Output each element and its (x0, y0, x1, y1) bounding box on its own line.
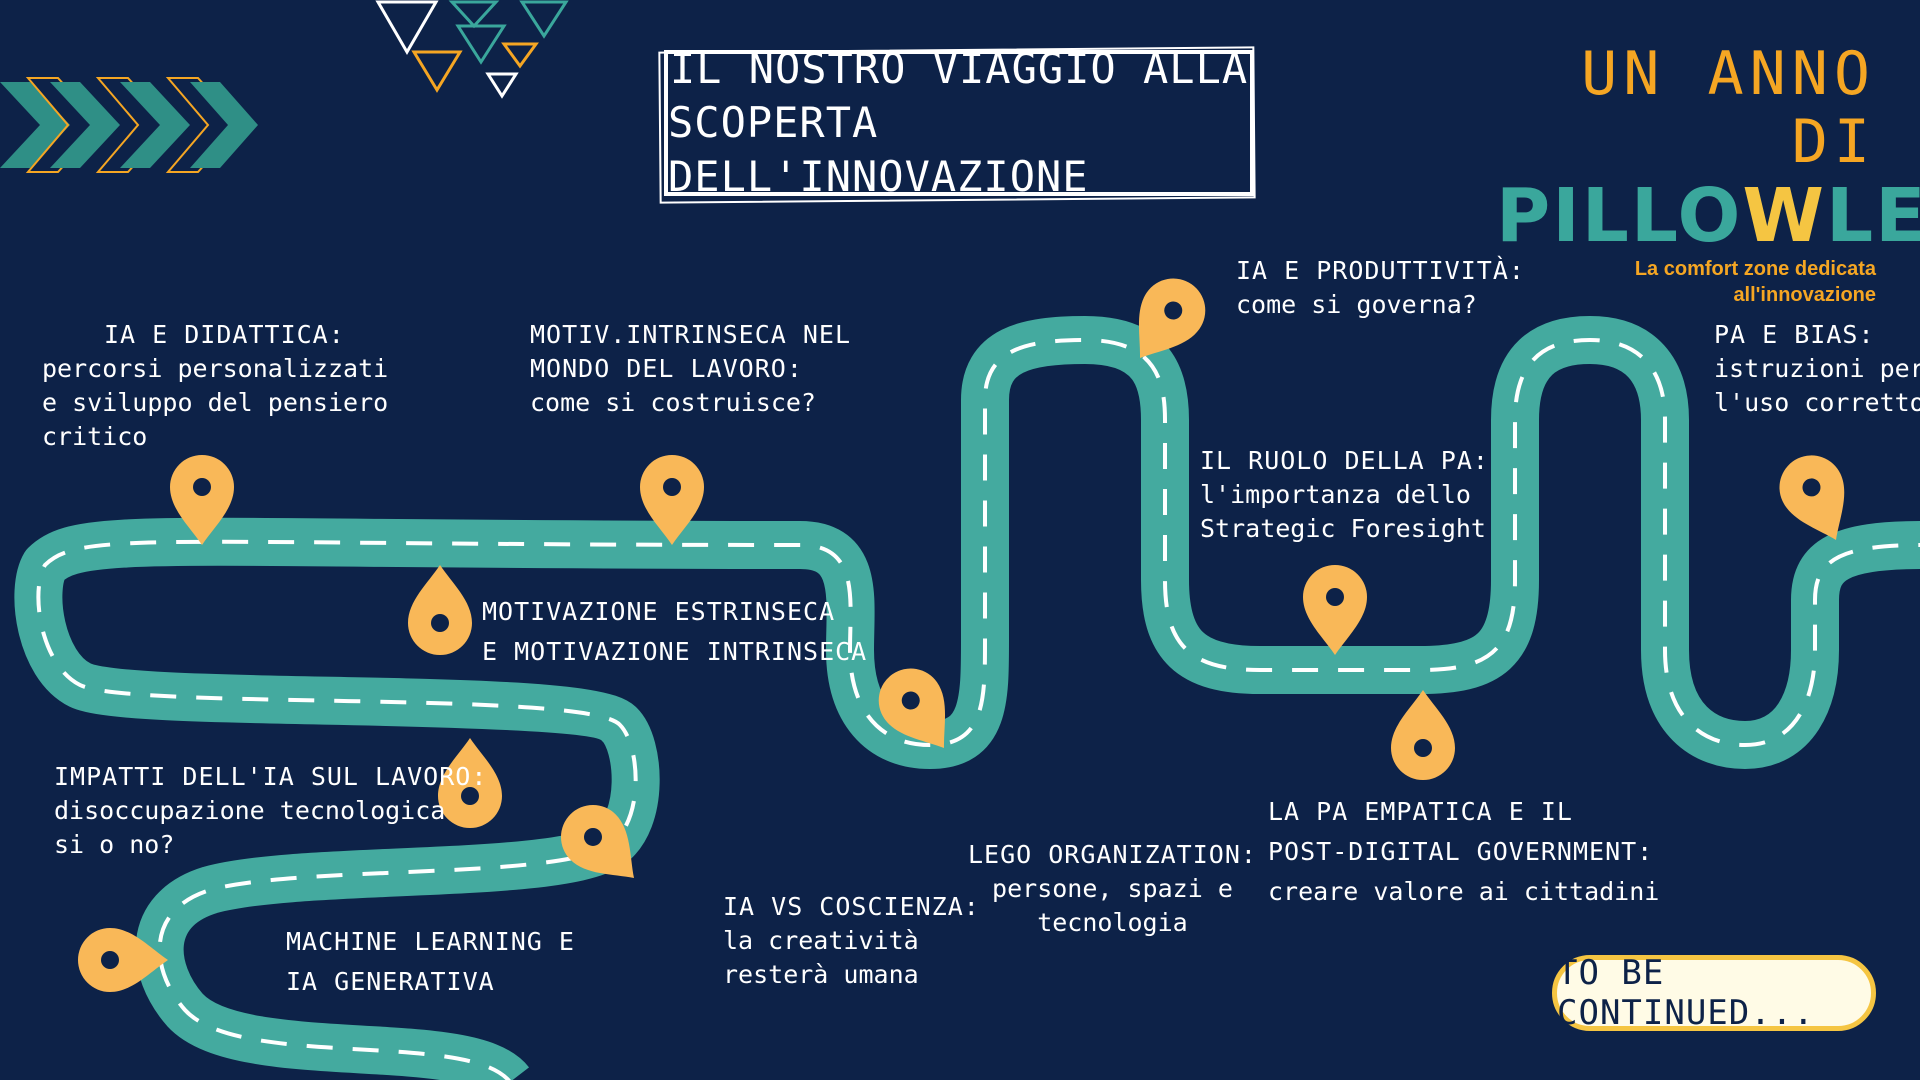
milestone-heading: IA E PRODUTTIVITÀ: (1236, 256, 1525, 285)
milestone-ia-didattica: IA E DIDATTICA: percorsi personalizzati … (42, 318, 388, 454)
triangles-decoration (375, 0, 569, 99)
milestone-impatti: IMPATTI DELL'IA SUL LAVORO: disoccupazio… (54, 760, 487, 862)
pin-marker (1303, 565, 1367, 655)
brand-wordmark-part2: LE (1825, 173, 1920, 259)
milestone-text: creare valore ai cittadini (1268, 877, 1660, 906)
pin-marker (561, 805, 634, 878)
milestone-pa-bias: PA E BIAS: istruzioni per l'uso corretto (1714, 318, 1920, 420)
milestone-text: come si governa? (1236, 290, 1477, 319)
milestone-heading: MACHINE LEARNING E (286, 927, 575, 956)
brand-headline: UN ANNO DI (1581, 39, 1876, 177)
brand-logo: UN ANNO DI PILLOWLE La comfort zone dedi… (1496, 39, 1920, 308)
brand-tagline: La comfort zone dedicata all'innovazione (1634, 258, 1876, 306)
milestone-heading: E MOTIVAZIONE INTRINSECA (482, 637, 868, 666)
pin-marker (878, 668, 946, 748)
milestone-text: la creatività (723, 926, 919, 955)
milestone-heading: LEGO ORGANIZATION: (968, 840, 1257, 869)
pin-marker (78, 928, 168, 992)
milestone-text: come si costruisce? (530, 388, 816, 417)
milestone-heading: IA E DIDATTICA: (104, 320, 345, 349)
milestone-text: resterà umana (723, 960, 919, 989)
milestone-heading: LA PA EMPATICA E IL (1268, 797, 1573, 826)
milestone-text: l'uso corretto (1714, 388, 1920, 417)
milestone-heading: IL RUOLO DELLA PA: (1200, 446, 1489, 475)
milestone-text: percorsi personalizzati (42, 354, 389, 383)
milestone-pa-empatica: LA PA EMPATICA E IL POST-DIGITAL GOVERNM… (1268, 792, 1659, 912)
milestone-heading: IA GENERATIVA (286, 967, 495, 996)
milestone-heading: POST-DIGITAL GOVERNMENT: (1268, 837, 1654, 866)
milestone-text: critico (42, 422, 148, 451)
pin-marker (408, 565, 472, 655)
title-line-2: SCOPERTA DELL'INNOVAZIONE (668, 98, 1089, 201)
pin-marker (1138, 278, 1206, 358)
milestone-lego: LEGO ORGANIZATION: persone, spazi e tecn… (968, 838, 1257, 940)
milestone-text: e sviluppo del pensiero (42, 388, 389, 417)
milestone-text: persone, spazi e (992, 874, 1233, 903)
pins (78, 278, 1845, 992)
milestone-heading: MOTIVAZIONE ESTRINSECA (482, 597, 836, 626)
milestone-text: Strategic Foresight (1200, 514, 1486, 543)
page-title: IL NOSTRO VIAGGIO ALLA SCOPERTA DELL'INN… (664, 44, 1254, 201)
milestone-ia-produttivita: IA E PRODUTTIVITÀ: come si governa? (1236, 254, 1525, 322)
pin-marker (640, 455, 704, 545)
milestone-ia-coscienza: IA VS COSCIENZA: la creatività resterà u… (723, 890, 980, 992)
milestone-heading: IMPATTI DELL'IA SUL LAVORO: (54, 762, 488, 791)
pin-marker (1779, 455, 1845, 540)
chevron-arrows-decoration (0, 77, 258, 173)
milestone-text: l'importanza dello (1200, 480, 1471, 509)
brand-wordmark-w: W (1742, 173, 1826, 259)
milestone-heading: IA VS COSCIENZA: (723, 892, 980, 921)
milestone-text: si o no? (54, 830, 175, 859)
road-path (14, 316, 1920, 1080)
milestone-heading: PA E BIAS: (1714, 320, 1875, 349)
milestone-text: istruzioni per (1714, 354, 1920, 383)
pin-marker (1391, 690, 1455, 780)
brand-wordmark: PILLOWLE (1496, 173, 1920, 259)
milestone-text: disoccupazione tecnologica (54, 796, 446, 825)
milestone-heading: MONDO DEL LAVORO: (530, 354, 803, 383)
milestone-heading: MOTIV.INTRINSECA NEL (530, 320, 852, 349)
milestone-ruolo-pa: IL RUOLO DELLA PA: l'importanza dello St… (1200, 444, 1489, 546)
brand-wordmark-part1: PILLO (1496, 173, 1743, 259)
milestone-motivazione: MOTIVAZIONE ESTRINSECA E MOTIVAZIONE INT… (482, 592, 867, 672)
pin-marker (170, 455, 234, 545)
pin-marker (438, 738, 502, 828)
milestone-text: tecnologia (1037, 908, 1188, 937)
milestone-machine-learning: MACHINE LEARNING E IA GENERATIVA (286, 922, 575, 1002)
to-be-continued-badge: TO BE CONTINUED... (1552, 953, 1876, 1033)
milestone-motiv-intrinseca-lavoro: MOTIV.INTRINSECA NEL MONDO DEL LAVORO: c… (530, 318, 851, 420)
title-line-1: IL NOSTRO VIAGGIO ALLA (669, 44, 1249, 93)
